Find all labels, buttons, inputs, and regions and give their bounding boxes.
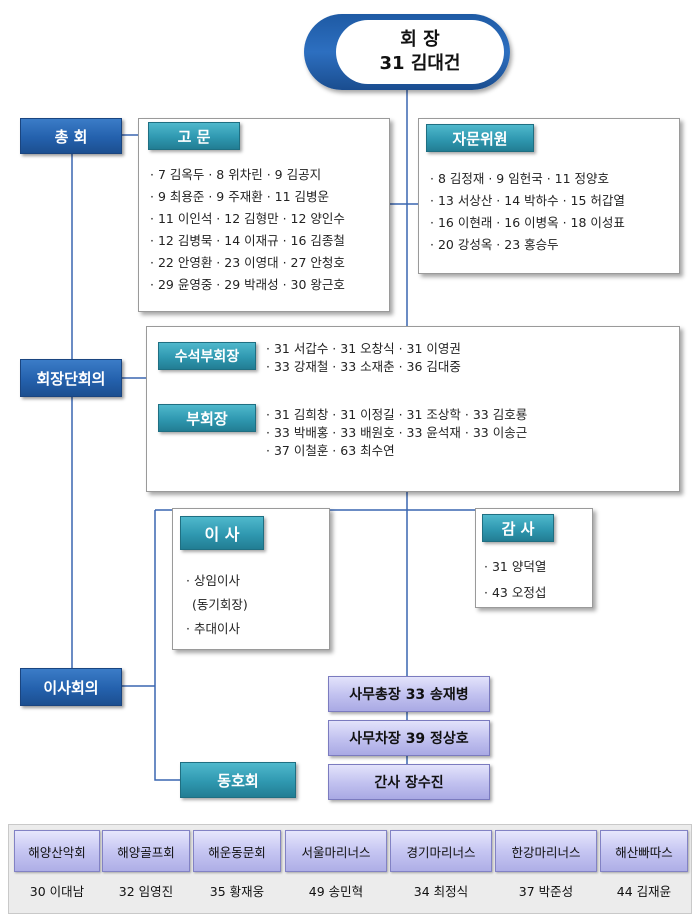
directors-line: · 추대이사	[186, 621, 240, 636]
directors-title: 이 사	[180, 516, 264, 550]
club-leader: 34 최정식	[413, 883, 469, 899]
vice-line: · 37 이철훈 · 63 최수연	[266, 443, 395, 458]
advisors-title: 고 문	[148, 122, 240, 150]
officer-box: 간사 장수진	[328, 764, 490, 800]
counsel-line: · 13 서상산 · 14 박하수 · 15 허갑열	[430, 193, 625, 208]
vice-title: 부회장	[158, 404, 256, 432]
club-leader: 30 이대남	[29, 883, 85, 899]
counsel-line: · 20 강성옥 · 23 홍승두	[430, 237, 559, 252]
vice-line: · 31 김희창 · 31 이정길 · 31 조상학 · 33 김호룡	[266, 407, 528, 422]
club-name: 해양골프회	[102, 830, 190, 872]
advisors-line: · 29 윤영중 · 29 박래성 · 30 왕근호	[150, 277, 345, 292]
senior-vice-line: · 31 서갑수 · 31 오창식 · 31 이영권	[266, 341, 461, 356]
club-leader: 44 김재윤	[616, 883, 672, 899]
club-name: 서울마리너스	[285, 830, 387, 872]
vice-line: · 33 박배홍 · 33 배원호 · 33 윤석재 · 33 이송근	[266, 425, 528, 440]
counsel-line: · 8 김정재 · 9 임헌국 · 11 정양호	[430, 171, 610, 186]
club-name: 한강마리너스	[495, 830, 597, 872]
auditors-line: · 31 양덕열	[484, 559, 547, 574]
auditors-title: 감 사	[482, 514, 554, 542]
club-leader: 35 황재웅	[209, 883, 265, 899]
president-box: 회 장 31 김대건	[336, 20, 504, 84]
clubs-title: 동호회	[180, 762, 296, 798]
club-leader: 32 임영진	[118, 883, 174, 899]
club-leader: 49 송민혁	[308, 883, 364, 899]
auditors-line: · 43 오정섭	[484, 585, 547, 600]
advisors-line: · 22 안영환 · 23 이영대 · 27 안청호	[150, 255, 345, 270]
advisors-panel	[138, 118, 390, 312]
senior-vice-title: 수석부회장	[158, 342, 256, 370]
directors-line: (동기회장)	[192, 597, 248, 612]
board-meeting-box: 이사회의	[20, 668, 122, 706]
senior-vice-line: · 33 강재철 · 33 소재춘 · 36 김대중	[266, 359, 461, 374]
general-assembly-box: 총 회	[20, 118, 122, 154]
advisors-line: · 12 김병묵 · 14 이재규 · 16 김종철	[150, 233, 345, 248]
club-name: 해양산악회	[14, 830, 100, 872]
directors-line: · 상임이사	[186, 573, 240, 588]
counsel-title: 자문위원	[426, 124, 534, 152]
counsel-line: · 16 이현래 · 16 이병옥 · 18 이성표	[430, 215, 625, 230]
advisors-line: · 7 김옥두 · 8 위차린 · 9 김공지	[150, 167, 322, 182]
club-name: 경기마리너스	[390, 830, 492, 872]
club-name: 해산빠따스	[600, 830, 688, 872]
club-name: 해운동문회	[193, 830, 281, 872]
president-name: 31 김대건	[379, 53, 461, 74]
deputy-secretary-box: 사무차장 39 정상호	[328, 720, 490, 756]
president-title: 회 장	[400, 29, 440, 50]
secretary-general-box: 사무총장 33 송재병	[328, 676, 490, 712]
advisors-line: · 11 이인석 · 12 김형만 · 12 양인수	[150, 211, 345, 226]
club-leader: 37 박준성	[518, 883, 574, 899]
chairs-meeting-box: 회장단회의	[20, 359, 122, 397]
advisors-line: · 9 최용준 · 9 주재환 · 11 김병운	[150, 189, 330, 204]
